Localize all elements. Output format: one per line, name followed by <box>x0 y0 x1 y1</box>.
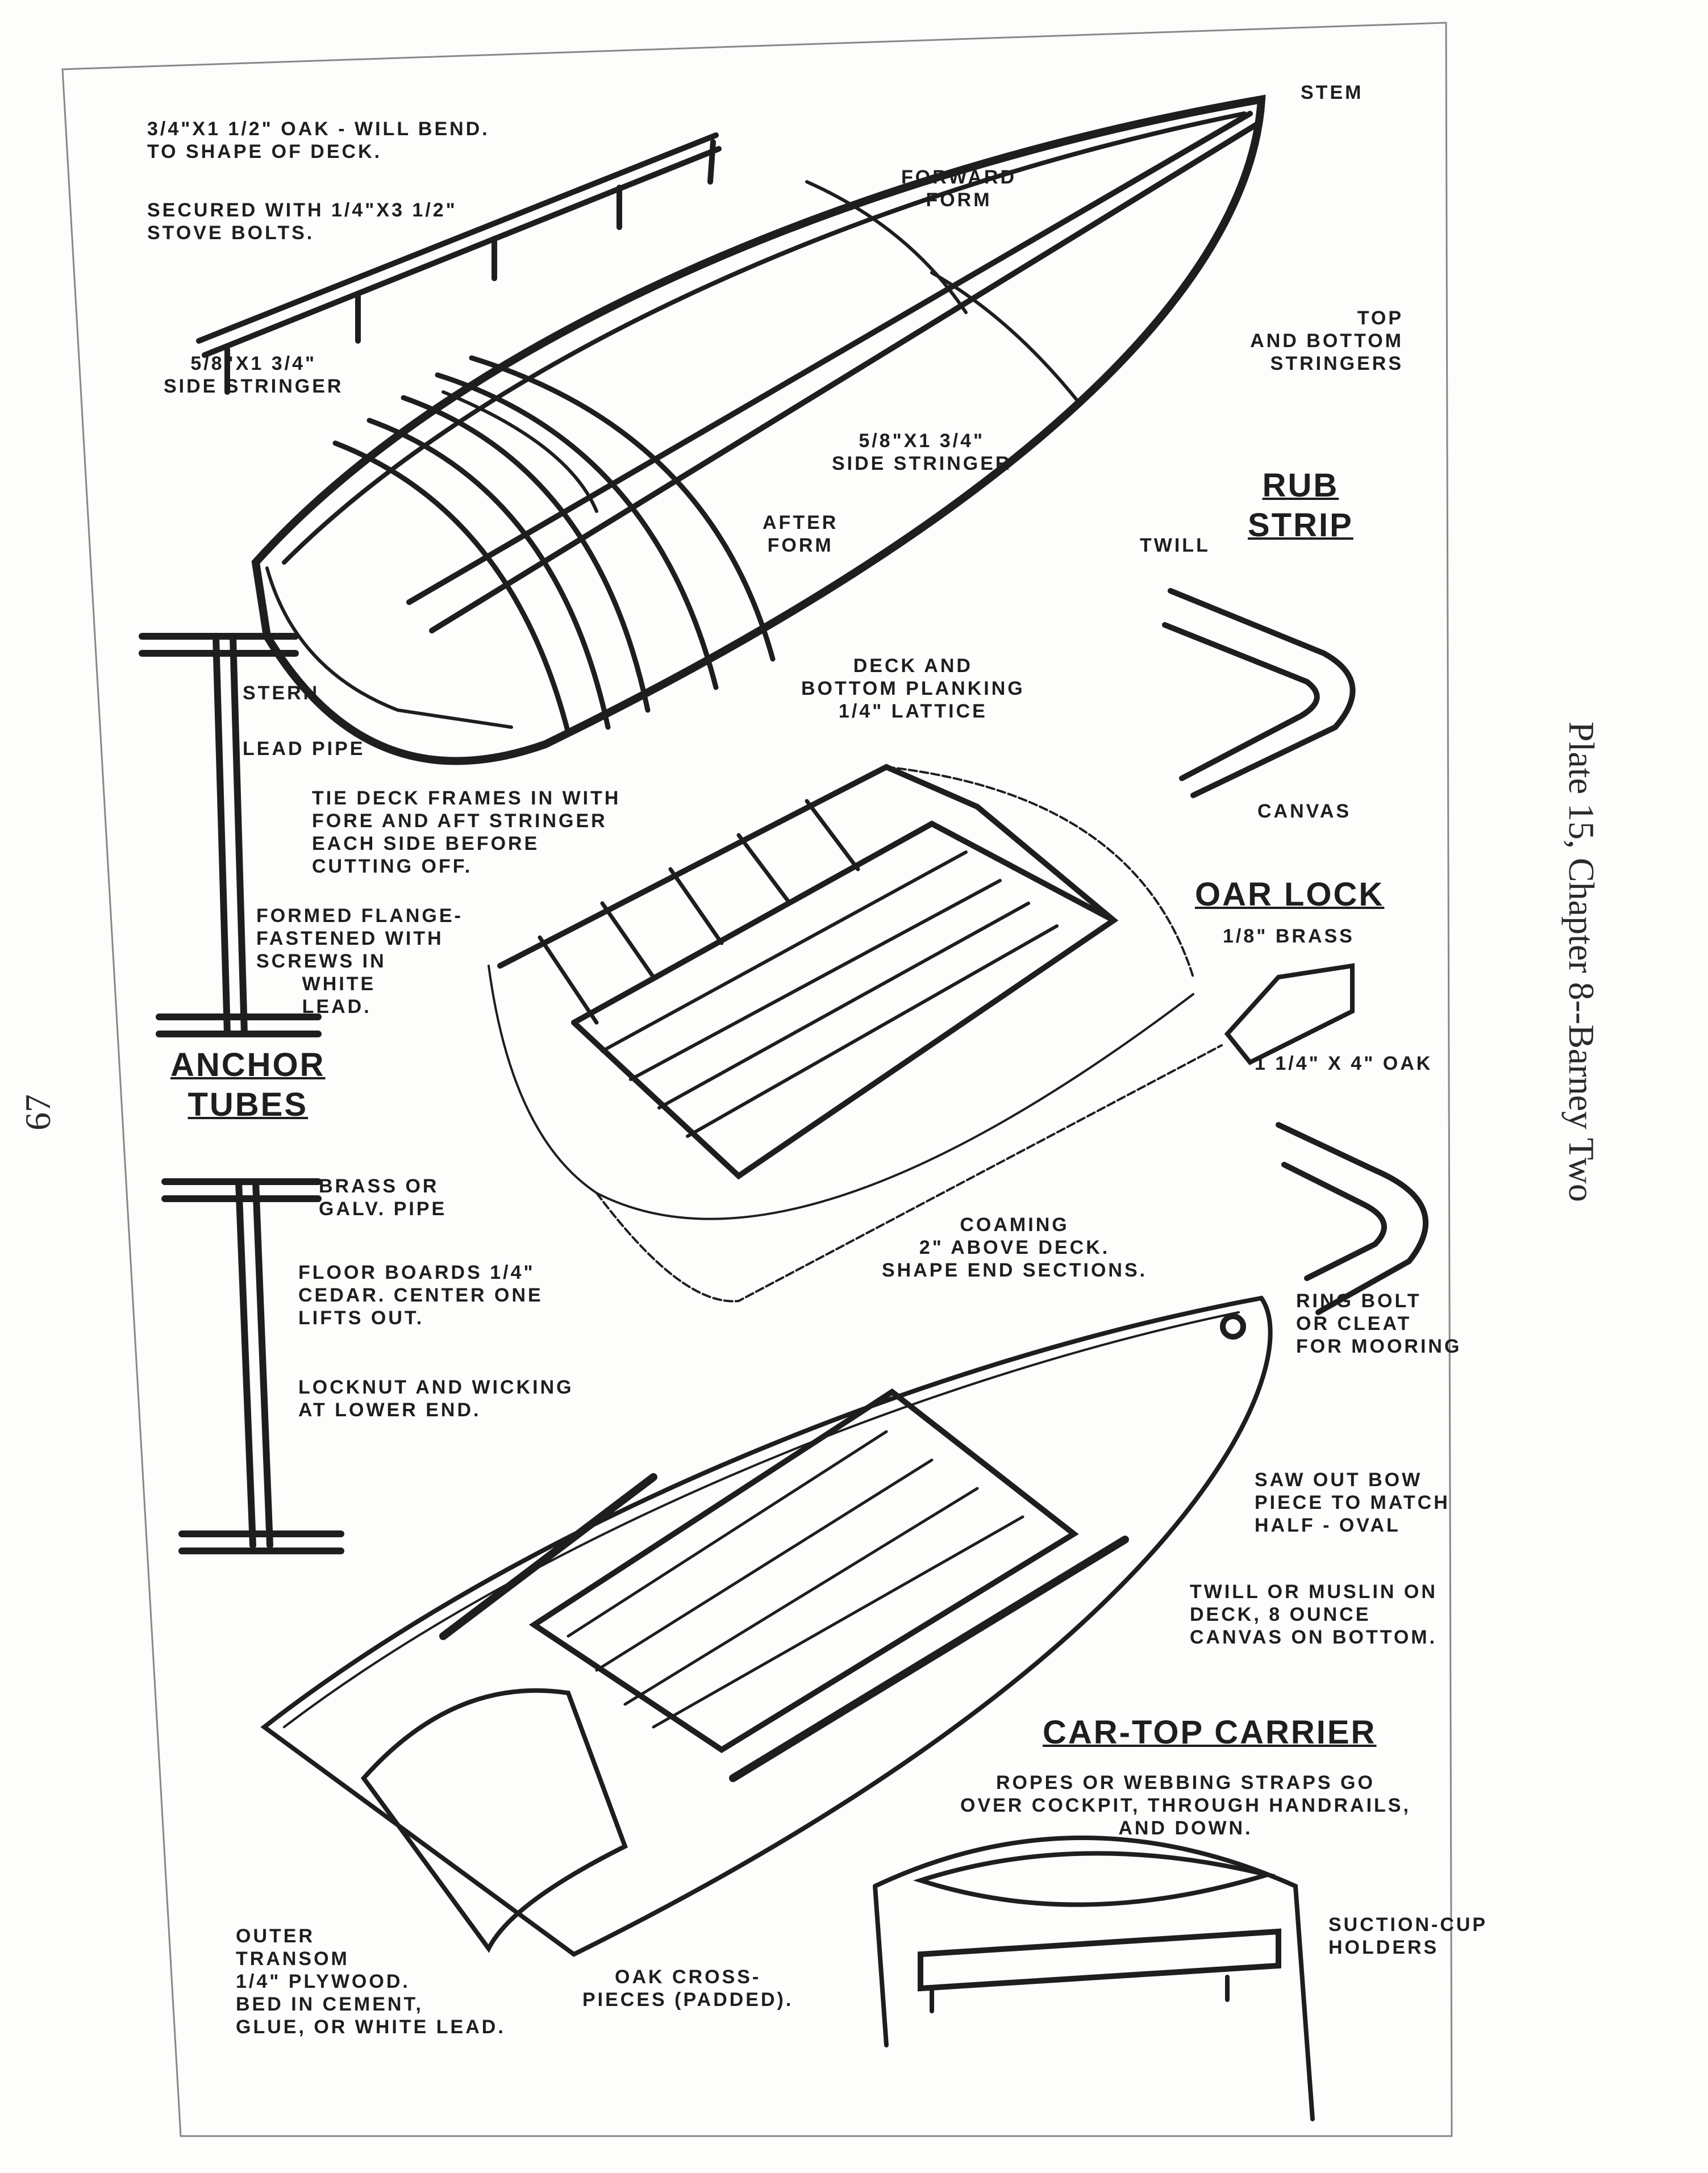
plate-caption: Plate 15, Chapter 8--Barney Two <box>1561 721 1602 1202</box>
anchor-tube-drawings <box>139 633 344 1554</box>
label-top-bottom-stringers: TOP AND BOTTOM STRINGERS <box>1250 307 1403 374</box>
oak-rail-drawing <box>196 132 722 395</box>
label-locknut: LOCKNUT AND WICKING AT LOWER END. <box>298 1377 574 1421</box>
label-twill-muslin: TWILL OR MUSLIN ON DECK, 8 OUNCE CANVAS … <box>1190 1581 1438 1648</box>
label-side-stringer-left: 5/8"X1 3/4" SIDE STRINGER <box>164 353 344 397</box>
heading-oar-lock: OAR LOCK <box>1195 876 1385 913</box>
label-oak-block: 1 1/4" X 4" OAK <box>1255 1053 1433 1074</box>
label-forward-form: FORWARD FORM <box>901 166 1017 211</box>
label-twill: TWILL <box>1140 535 1210 556</box>
label-canvas: CANVAS <box>1257 800 1352 822</box>
label-coaming: COAMING 2" ABOVE DECK. SHAPE END SECTION… <box>882 1214 1148 1281</box>
label-tie-deck-frames: TIE DECK FRAMES IN WITH FORE AND AFT STR… <box>312 787 621 877</box>
label-deck-planking: DECK AND BOTTOM PLANKING 1/4" LATTICE <box>801 655 1025 722</box>
label-saw-out-bow: SAW OUT BOW PIECE TO MATCH HALF - OVAL <box>1255 1469 1450 1536</box>
label-outer-transom: OUTER TRANSOM 1/4" PLYWOOD. BED IN CEMEN… <box>236 1925 506 2038</box>
heading-car-top-carrier: CAR-TOP CARRIER <box>1043 1714 1377 1751</box>
label-stove-bolts: SECURED WITH 1/4"X3 1/2" STOVE BOLTS. <box>147 199 457 244</box>
label-ropes: ROPES OR WEBBING STRAPS GO OVER COCKPIT,… <box>960 1772 1411 1839</box>
label-after-form: AFTER FORM <box>763 512 839 556</box>
heading-rub-strip: RUB STRIP <box>1248 467 1353 544</box>
car-top-carrier-drawing <box>873 1836 1315 2121</box>
label-stem: STEM <box>1301 82 1364 103</box>
label-brass: 1/8" BRASS <box>1223 925 1355 947</box>
label-suction-cup: SUCTION-CUP HOLDERS <box>1328 1914 1488 1958</box>
top-boat-frame <box>251 94 1266 765</box>
label-stern: STERN <box>243 682 320 704</box>
deck-section-drawing <box>488 764 1223 1303</box>
label-oak-rail: 3/4"X1 1/2" OAK - WILL BEND. TO SHAPE OF… <box>147 118 490 162</box>
page-frame <box>61 22 1453 2137</box>
label-side-stringer-mid: 5/8"X1 3/4" SIDE STRINGER <box>832 430 1012 474</box>
label-brass-pipe: BRASS OR GALV. PIPE <box>319 1175 447 1220</box>
label-formed-flange: FORMED FLANGE- FASTENED WITH SCREWS IN W… <box>256 905 463 1017</box>
rub-strip-drawing <box>1162 588 1429 1315</box>
page-number: 67 <box>18 1094 58 1131</box>
label-lead-pipe: LEAD PIPE <box>243 738 365 760</box>
label-ring-bolt: RING BOLT OR CLEAT FOR MOORING <box>1296 1290 1462 1357</box>
label-floor-boards: FLOOR BOARDS 1/4" CEDAR. CENTER ONE LIFT… <box>298 1262 543 1329</box>
label-oak-cross-pieces: OAK CROSS- PIECES (PADDED). <box>582 1966 794 2011</box>
heading-anchor-tubes: ANCHOR TUBES <box>170 1046 326 1123</box>
bottom-boat-drawing <box>260 1295 1273 1957</box>
